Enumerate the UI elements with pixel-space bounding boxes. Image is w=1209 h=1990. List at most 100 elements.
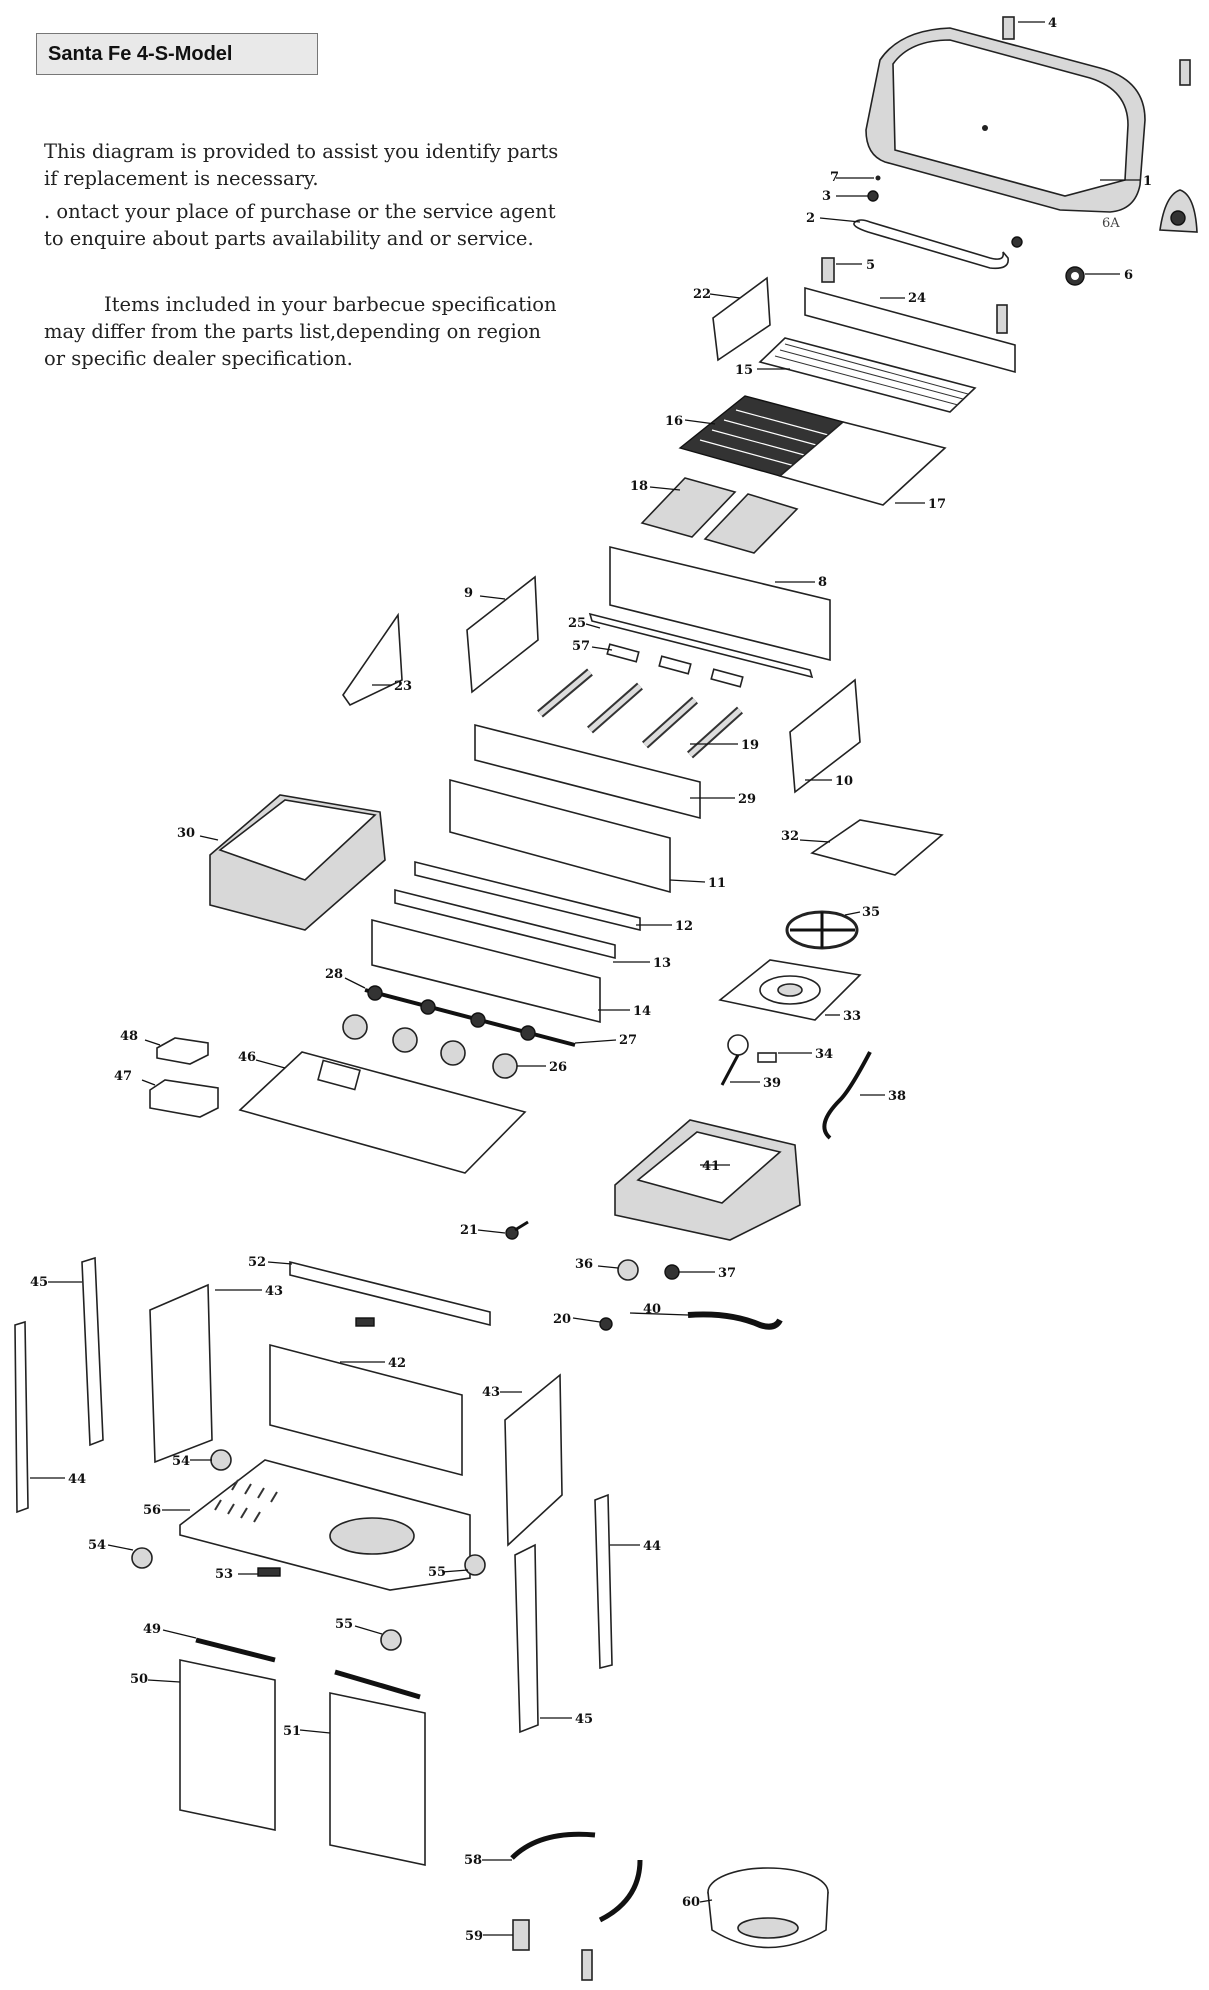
part-washer [867,190,879,202]
part-bracket [821,257,835,283]
part-leg-front-left [81,1256,104,1447]
label-12: 12 [675,919,693,934]
label-42: 42 [388,1356,406,1371]
label-11: 11 [708,876,726,891]
label-3: 3 [822,189,831,204]
part-thermometer-housing [1159,189,1198,233]
part-cart-back-panel [269,1343,463,1477]
part-grease-tray [149,1079,219,1118]
label-8: 8 [818,575,827,590]
part-front-heat-panel [474,723,701,820]
label-17: 17 [928,497,946,512]
part-firebox-bottom [449,778,671,894]
part-regulator-hose [687,1311,783,1330]
label-56: 56 [143,1503,161,1518]
part-tank-ring [707,1867,829,1949]
part-flame-tamer-a [640,477,737,538]
part-grease-cup [156,1037,209,1065]
label-5: 5 [866,258,875,273]
label-49: 49 [143,1622,161,1637]
label-9: 9 [464,586,473,601]
label-1: 1 [1143,174,1152,189]
label-58: 58 [464,1853,482,1868]
part-side-burner-hose [822,1051,872,1140]
part-side-burner-valve [664,1264,680,1280]
label-59: 59 [465,1929,483,1944]
label-25: 25 [568,616,586,631]
label-24: 24 [908,291,926,306]
part-clip [355,1317,375,1327]
diagram-title: Santa Fe 4-S-Model [36,33,318,75]
part-side-burner-grate [785,910,859,950]
part-door-right [329,1692,426,1866]
part-screw [875,175,881,181]
part-heat-shield-back [804,286,1016,374]
part-thermometer [1065,266,1085,286]
part-carryover-a [606,643,640,663]
label-55-lower: 55 [335,1617,353,1632]
label-32: 32 [781,829,799,844]
label-50: 50 [130,1672,148,1687]
part-handle [853,219,1023,270]
part-side-shield-right [342,612,403,707]
part-crossbar [588,612,814,679]
label-10: 10 [835,774,853,789]
contact-paragraph: . ontact your place of purchase or the s… [44,200,556,250]
label-16: 16 [665,414,683,429]
label-15: 15 [735,363,753,378]
part-side-burner-knob [617,1259,639,1281]
label-22: 22 [693,287,711,302]
part-firebox-side-left [466,575,539,694]
label-57: 57 [572,639,590,654]
label-46: 46 [238,1050,256,1065]
part-cart-side-panel-left [149,1283,213,1464]
part-casters [131,1449,486,1651]
part-door-handle-left [195,1637,276,1663]
part-tank-strap [510,1831,596,1860]
label-30: 30 [177,826,195,841]
label-4: 4 [1048,16,1057,31]
part-labels: 4 1 6A 7 3 2 5 6 22 24 15 16 18 17 8 9 2… [30,16,1152,1944]
part-rail [414,860,641,932]
part-carryover-c [710,668,744,688]
label-44-left: 44 [68,1472,86,1487]
label-26: 26 [549,1060,567,1075]
part-control-knobs [342,1014,518,1079]
label-43-left: 43 [265,1284,283,1299]
label-19: 19 [741,738,759,753]
part-door-left [179,1659,276,1831]
label-54-top: 54 [172,1454,190,1469]
part-lid [865,27,1146,213]
part-firebox-side-right [789,678,861,794]
leader-lines [30,21,1140,1936]
part-hinge-top [1002,16,1015,40]
label-20: 20 [553,1312,571,1327]
part-igniter [505,1220,529,1240]
part-control-panel [371,918,601,1024]
label-29: 29 [738,792,756,807]
label-34: 34 [815,1047,833,1062]
part-side-burner-tube [720,1054,740,1086]
part-flame-tamer-b [703,493,799,554]
specification-paragraph: Items included in your barbecue specific… [44,293,557,370]
label-44-right: 44 [643,1539,661,1554]
part-side-burner-tray [718,959,862,1021]
label-27: 27 [619,1033,637,1048]
label-28: 28 [325,967,343,982]
label-13: 13 [653,956,671,971]
label-36: 36 [575,1257,593,1272]
label-45-left: 45 [30,1275,48,1290]
label-48: 48 [120,1029,138,1044]
part-door-handle-right [334,1669,421,1700]
part-side-burner-head [727,1034,749,1056]
part-hinge-side [1179,59,1191,86]
part-carryover-b [658,655,692,675]
part-leg-rear-left [14,1320,29,1514]
label-14: 14 [633,1004,651,1019]
label-18: 18 [630,479,648,494]
part-burners [537,668,744,759]
label-60: 60 [682,1895,700,1910]
part-side-burner-box [614,1119,801,1241]
label-23: 23 [394,679,412,694]
label-38: 38 [888,1089,906,1104]
